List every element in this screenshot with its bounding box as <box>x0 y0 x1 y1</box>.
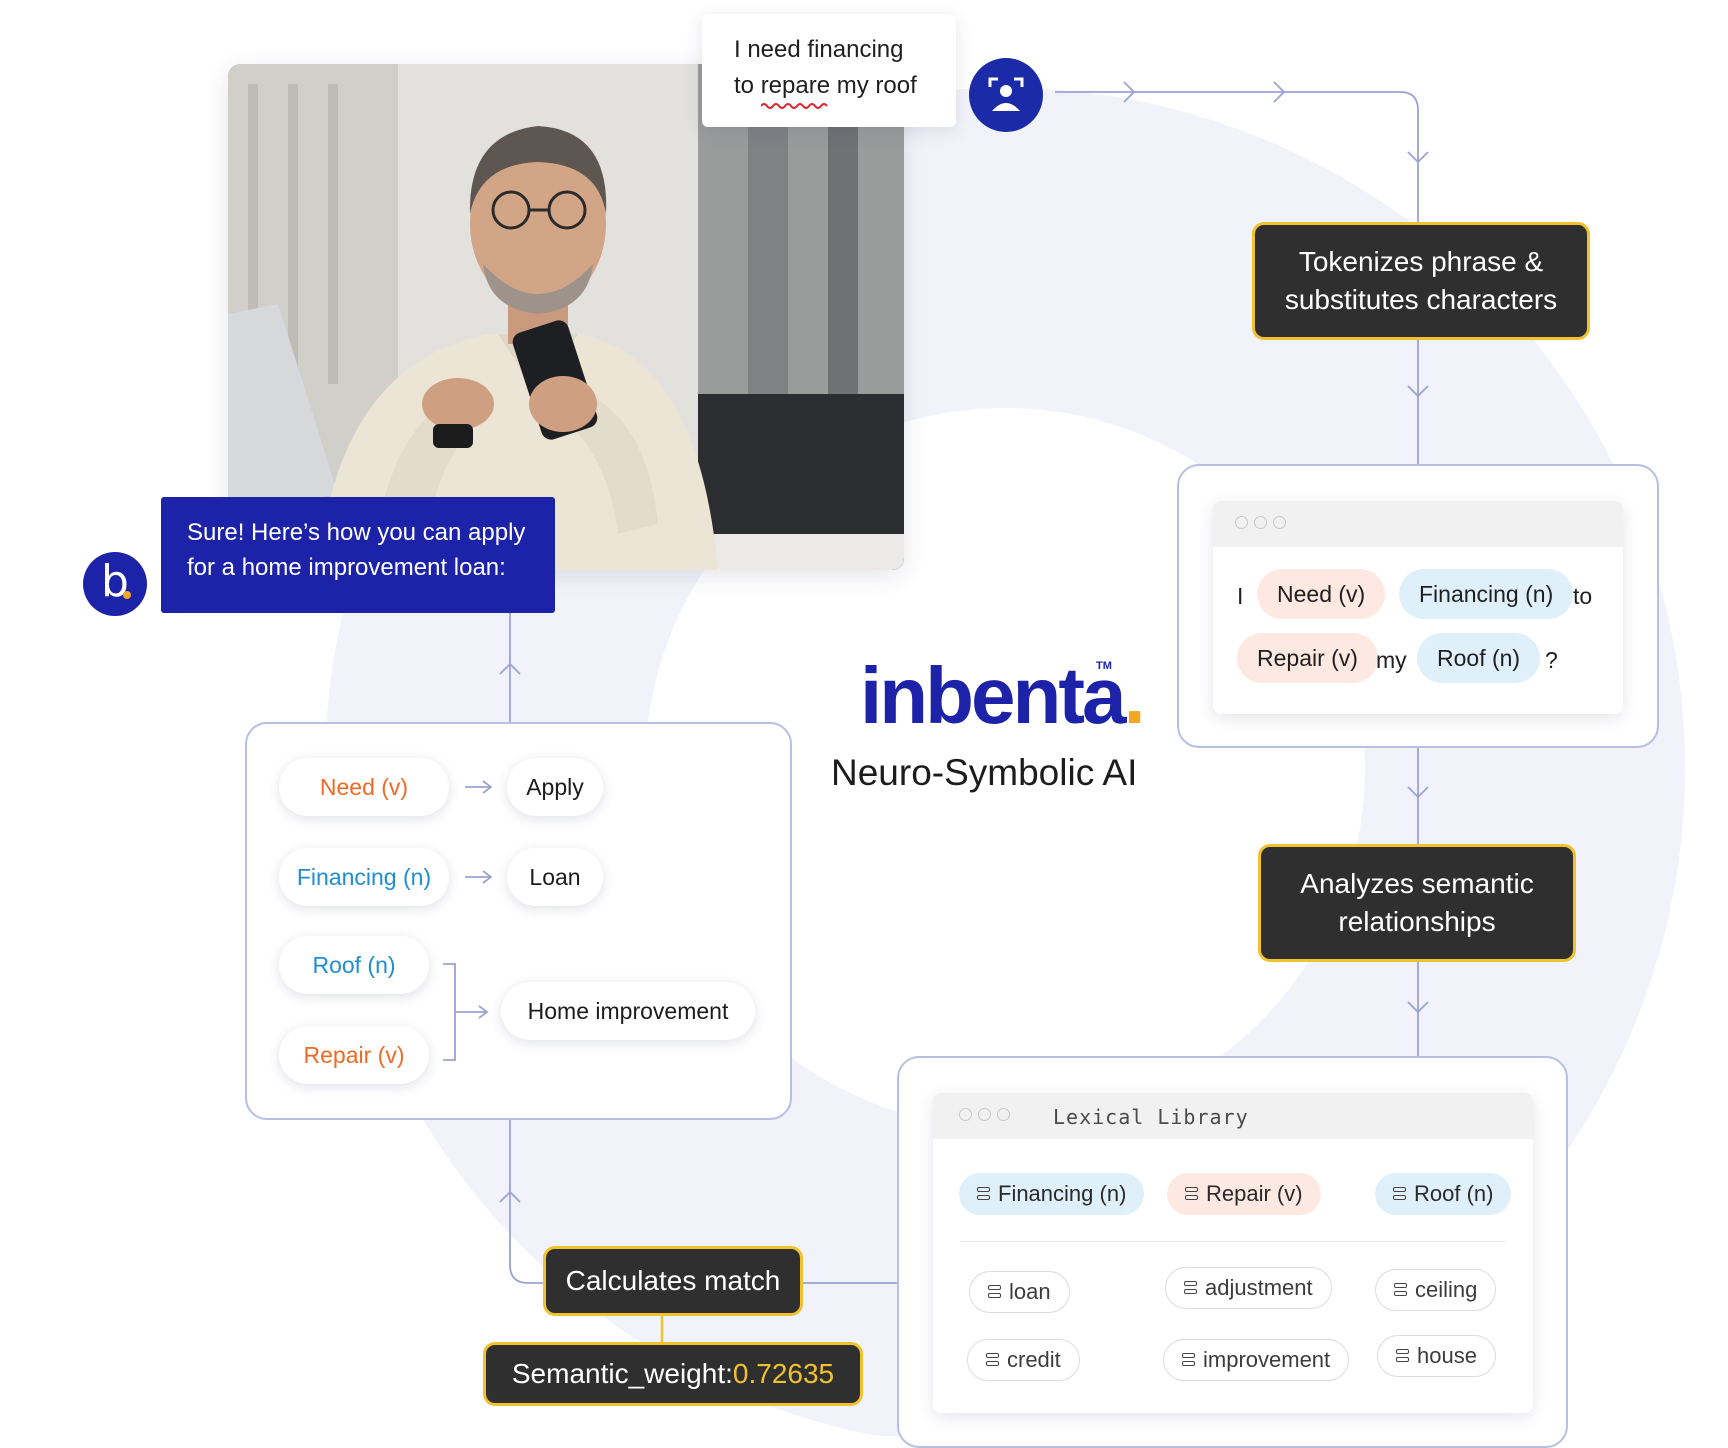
person-with-phone-illustration <box>228 64 904 570</box>
hero-photo <box>228 64 904 570</box>
token-word-my: my <box>1376 647 1407 673</box>
mapping-arrows <box>443 780 493 1061</box>
token-word-question: ? <box>1545 647 1558 673</box>
lex-syn-loan: loan <box>969 1271 1070 1313</box>
lex-syn-house-label: house <box>1417 1343 1477 1368</box>
token-word-to: to <box>1573 583 1593 609</box>
lex-syn-ceiling: ceiling <box>1375 1269 1497 1311</box>
token-need: Need (v) <box>1257 569 1386 619</box>
database-icon <box>1396 1349 1409 1363</box>
user-message-suffix: my roof <box>830 72 917 99</box>
step-tokenize-line-1: Tokenizes phrase & <box>1298 246 1544 277</box>
step-tokenize: Tokenizes phrase & substitutes character… <box>1252 222 1590 340</box>
lex-syn-adjustment: adjustment <box>1165 1267 1332 1309</box>
lex-header-financing: Financing (n) <box>959 1173 1145 1215</box>
user-avatar <box>969 58 1043 132</box>
step-analyze-line-1: Analyzes semantic <box>1300 868 1534 899</box>
map-apply: Apply <box>507 758 603 816</box>
database-icon <box>986 1353 999 1367</box>
user-message-line-1: I need financing <box>734 36 904 63</box>
step-analyze: Analyzes semantic relationships <box>1258 844 1576 962</box>
semantic-weight-label: Semantic_weight: <box>511 1358 733 1389</box>
step-analyze-line-2: relationships <box>1338 906 1496 937</box>
map-roof: Roof (n) <box>279 936 429 994</box>
lex-syn-credit-label: credit <box>1007 1347 1061 1372</box>
lex-syn-credit: credit <box>967 1339 1080 1381</box>
semantic-weight-value: 0.72635 <box>732 1358 835 1389</box>
lex-header-roof: Roof (n) <box>1375 1173 1512 1215</box>
lex-syn-adjustment-label: adjustment <box>1205 1275 1313 1300</box>
window-dots-icon <box>959 1108 1010 1121</box>
step-tokenize-line-2: substitutes characters <box>1284 284 1558 315</box>
spellcheck-squiggle-icon <box>760 103 828 109</box>
lex-header-financing-label: Financing (n) <box>998 1181 1127 1206</box>
bot-avatar-letter: b <box>101 556 129 607</box>
map-financing: Financing (n) <box>279 848 449 906</box>
bot-avatar-dot <box>123 591 131 599</box>
map-repair: Repair (v) <box>279 1026 429 1084</box>
database-icon <box>1184 1281 1197 1295</box>
token-financing: Financing (n) <box>1399 569 1574 619</box>
lex-syn-improvement-label: improvement <box>1203 1347 1331 1372</box>
token-window: I Need (v) Financing (n) to Repair (v) m… <box>1213 501 1623 714</box>
database-icon <box>1182 1353 1195 1367</box>
step-calculate-match: Calculates match <box>543 1246 803 1316</box>
map-home-improvement: Home improvement <box>501 982 755 1040</box>
token-repair: Repair (v) <box>1237 633 1378 683</box>
lex-syn-ceiling-label: ceiling <box>1415 1277 1478 1302</box>
map-loan: Loan <box>507 848 603 906</box>
database-icon <box>977 1187 990 1201</box>
brand-name: inbenta <box>860 651 1126 740</box>
bot-message-line-2: for a home improvement loan: <box>187 554 506 581</box>
bot-avatar: b <box>83 552 147 616</box>
lexical-window-titlebar: Lexical Library <box>933 1093 1533 1139</box>
database-icon <box>1185 1187 1198 1201</box>
lex-syn-loan-label: loan <box>1009 1279 1051 1304</box>
lex-syn-improvement: improvement <box>1163 1339 1350 1381</box>
misspelled-word: repare <box>760 68 831 109</box>
lexical-divider <box>961 1241 1505 1242</box>
mapping-frame: Need (v) Apply Financing (n) Loan Roof (… <box>245 722 792 1120</box>
user-message-line-2: to repare my roof <box>734 68 956 109</box>
user-scan-icon <box>988 77 1024 111</box>
inbenta-logo: inbenta. TM <box>860 650 1146 742</box>
bot-message-bubble: Sure! Here’s how you can apply for a hom… <box>161 497 555 613</box>
brand-dot: . <box>1123 651 1145 740</box>
token-window-titlebar <box>1213 501 1623 547</box>
lex-header-repair-label: Repair (v) <box>1206 1181 1303 1206</box>
database-icon <box>1394 1283 1407 1297</box>
lex-header-roof-label: Roof (n) <box>1414 1181 1494 1206</box>
brand-subtitle: Neuro-Symbolic AI <box>831 752 1138 793</box>
lex-header-repair: Repair (v) <box>1167 1173 1321 1215</box>
map-need: Need (v) <box>279 758 449 816</box>
brand-trademark: TM <box>1096 660 1112 672</box>
user-message-bubble: I need financing to repare my roof <box>702 14 956 127</box>
database-icon <box>1393 1187 1406 1201</box>
lex-syn-house: house <box>1377 1335 1496 1377</box>
window-dots-icon <box>1235 516 1286 529</box>
semantic-weight-box: Semantic_weight: 0.72635 <box>483 1342 863 1406</box>
misspelled-word-text: repare <box>760 72 831 99</box>
database-icon <box>988 1285 1001 1299</box>
user-message-prefix: to <box>734 72 761 99</box>
token-roof: Roof (n) <box>1417 633 1541 683</box>
bot-message-line-1: Sure! Here’s how you can apply <box>187 519 526 546</box>
token-word-i: I <box>1237 583 1244 609</box>
lexical-library-title: Lexical Library <box>1053 1105 1249 1129</box>
lexical-library-window: Lexical Library Financing (n) Repair (v)… <box>933 1093 1533 1413</box>
